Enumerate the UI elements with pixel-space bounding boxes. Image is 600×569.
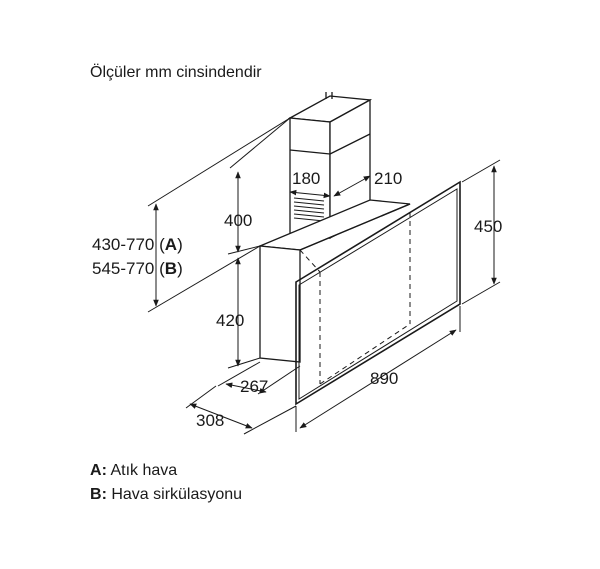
vent-grille [293,197,325,222]
legend-item-b: B: Hava sirkülasyonu [90,486,243,503]
dim-420-label: 420 [216,311,244,330]
dim-308-label: 308 [196,411,224,430]
dim-450 [461,159,501,305]
dim-210 [333,175,371,197]
dim-180 [289,189,331,199]
dim-range-b: 545-770 (B) [92,259,183,278]
dim-400 [227,117,291,255]
dim-308 [185,385,297,435]
hood-body-drawing [259,199,411,363]
dim-890 [295,306,461,432]
legend-item-a: A: Atık hava [90,462,178,479]
dim-420 [227,257,261,369]
dim-400-label: 400 [224,211,252,230]
dim-890-label: 890 [370,369,398,388]
glass-panel [295,180,461,406]
dim-180-label: 180 [292,169,320,188]
dim-450-label: 450 [474,217,502,236]
dim-267-label: 267 [240,377,268,396]
dim-range-a: 430-770 (A) [92,235,183,254]
units-note: Ölçüler mm cinsindendir [90,64,262,81]
dim-height-range [147,117,291,313]
dim-210-label: 210 [374,169,402,188]
dim-267 [217,361,301,395]
